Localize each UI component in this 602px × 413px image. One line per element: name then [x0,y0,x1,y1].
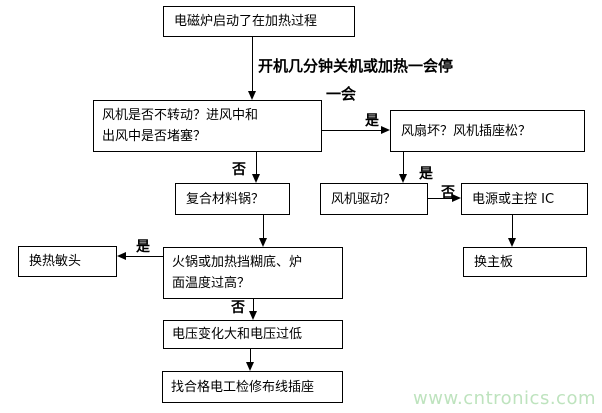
node-fan-check: 风机是否不转动？进风中和 出风中是否堵塞？ [93,100,322,152]
node-power-ic: 电源或主控 IC [461,183,588,215]
connector-overheat-voltage [253,299,254,312]
edge-label-yes-thermistor: 是 [136,239,150,255]
node-replace-thermistor: 换热敏头 [18,246,117,277]
arrowhead-fancheck-fanbroken [381,126,390,134]
node-fan-broken: 风扇坏？风机插座松？ [390,110,585,152]
arrowhead-poweric-mainboard [508,238,516,247]
arrowhead-fandrive-poweric [452,194,461,202]
edge-label-symptom-line2: 一会 [326,85,357,103]
connector-fancheck-compositepot [256,152,257,176]
connector-poweric-mainboard [512,215,513,240]
connector-fancheck-fanbroken [322,130,382,131]
connector-fandrive-poweric [428,198,454,199]
edge-label-yes-fandrive: 是 [419,166,433,182]
arrowhead-overheat-voltage [249,311,257,320]
edge-label-no-poweric: 否 [441,185,455,201]
connector-compositepot-overheat [263,215,264,240]
connector-overheat-thermistor [125,256,163,257]
arrowhead-voltage-electrician [246,362,254,371]
arrowhead-fancheck-compositepot [252,174,260,183]
node-electrician: 找合格电工检修布线插座 [162,371,343,403]
edge-label-yes-fanbroken: 是 [365,113,379,129]
connector-start-fancheck [252,37,253,93]
node-voltage: 电压变化大和电压过低 [163,320,343,349]
edge-label-no-compositepot: 否 [232,162,246,178]
node-start: 电磁炉启动了在加热过程 [163,6,355,37]
edge-label-no-voltage: 否 [231,300,245,316]
edge-label-symptom-line1: 开机几分钟关机或加热一会停 [258,57,454,75]
arrowhead-compositepot-overheat [259,238,267,247]
connector-fanbroken-fandrive [403,152,404,176]
node-fan-drive: 风机驱动？ [320,183,428,215]
arrowhead-fanbroken-fandrive [399,174,407,183]
node-replace-mainboard: 换主板 [463,247,587,277]
arrowhead-overheat-thermistor [117,252,126,260]
node-composite-pot: 复合材料锅？ [175,183,290,215]
arrowhead-start-fancheck [248,91,256,100]
node-overheat: 火锅或加热挡糊底、炉 面温度过高？ [163,247,343,299]
watermark-cntronics: www.cntronics.com [413,388,596,409]
connector-voltage-electrician [250,349,251,363]
